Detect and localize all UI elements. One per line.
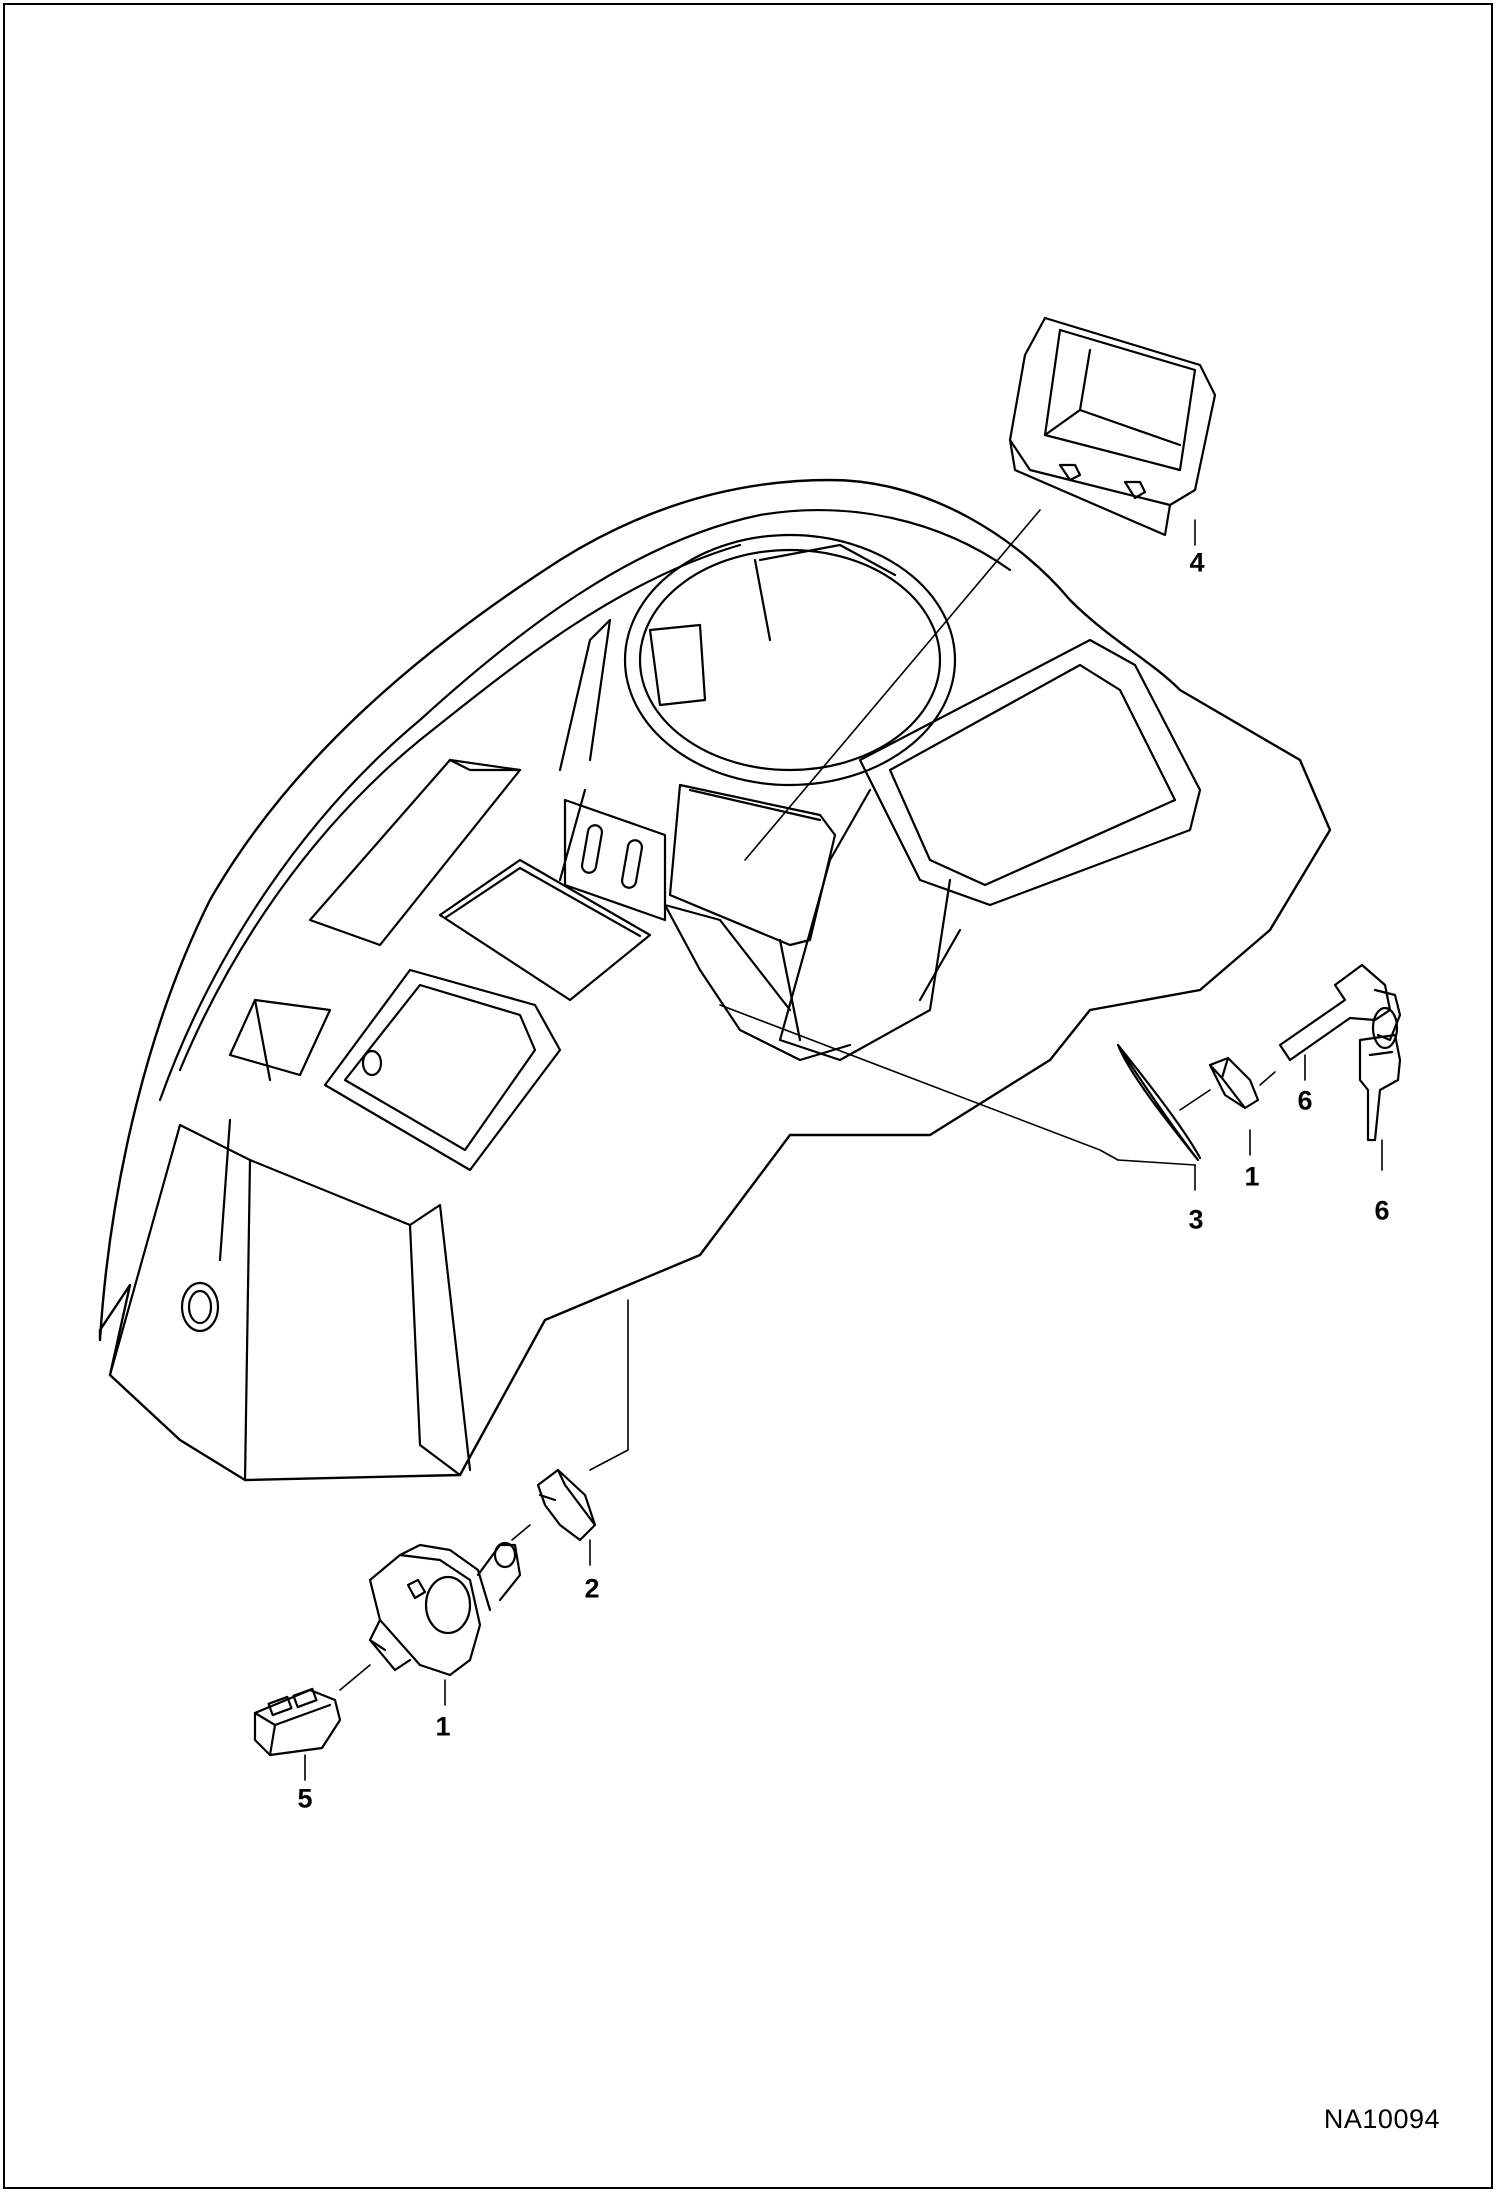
callout-6-upper: 6 — [1297, 1085, 1313, 1116]
part-1-nut — [1208, 1056, 1260, 1110]
part-1-switch — [368, 1541, 522, 1677]
part-2-clip — [536, 1468, 597, 1542]
part-4-display-housing — [1008, 316, 1217, 537]
callout-3: 3 — [1188, 1204, 1204, 1235]
callout-4: 4 — [1189, 547, 1205, 578]
leader-3-to-housing — [719, 1004, 1119, 1161]
leader-2-to-housing — [589, 1299, 629, 1471]
leader-1a-link — [1179, 1089, 1211, 1111]
callout-6-lower: 6 — [1374, 1195, 1390, 1226]
part-5-connector — [253, 1687, 342, 1757]
console-housing — [98, 478, 1332, 1482]
leader-5-link — [339, 1664, 371, 1691]
callout-2: 2 — [584, 1573, 600, 1604]
leader-3a — [1117, 1159, 1196, 1166]
leader-4-to-housing — [744, 509, 1041, 861]
figure-number: NA10094 — [1323, 2104, 1440, 2134]
callout-1-lower: 1 — [435, 1711, 451, 1742]
part-3-lens — [1116, 1043, 1202, 1162]
sheet-border — [3, 3, 1493, 2189]
leader-6a-link — [1259, 1071, 1276, 1086]
part-6-keys — [1278, 963, 1402, 1142]
panel-insert — [668, 783, 837, 947]
leader-2-link — [511, 1524, 531, 1541]
leader-lines — [304, 509, 1383, 1781]
callout-5: 5 — [297, 1783, 313, 1814]
callout-1-right: 1 — [1244, 1161, 1260, 1192]
